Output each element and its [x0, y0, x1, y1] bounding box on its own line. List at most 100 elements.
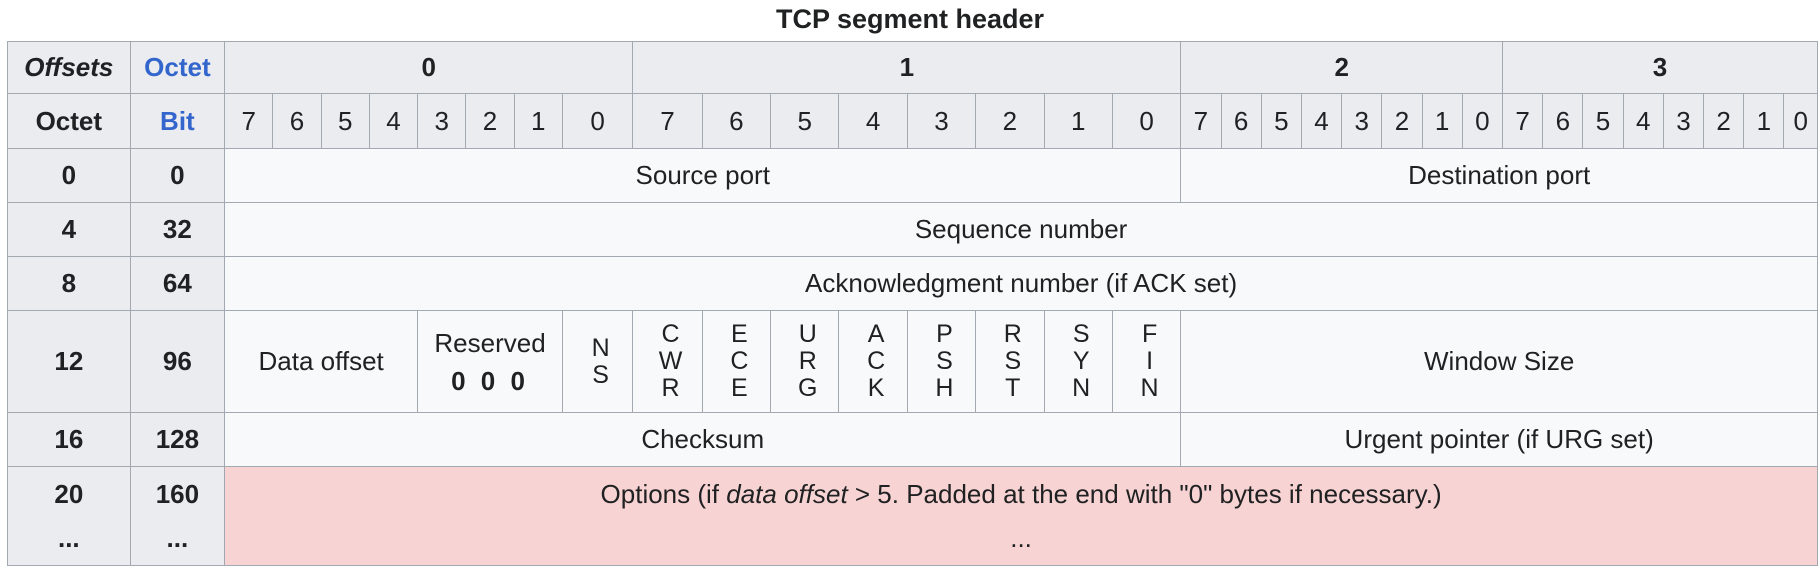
- table-row: 8 64 Acknowledgment number (if ACK set): [7, 256, 1818, 311]
- bit-cell: 3: [417, 93, 467, 149]
- table-row: 12 96 Data offset Reserved 0 0 0 N S C W…: [7, 310, 1818, 413]
- flag-letter: K: [867, 374, 885, 402]
- checksum-field: Checksum: [224, 412, 1182, 467]
- table-row: 0 0 Source port Destination port: [7, 148, 1818, 203]
- bit-cell: 1: [1043, 93, 1113, 149]
- row-bit-value: 160: [155, 479, 200, 509]
- flag-cwr: C W R: [632, 310, 703, 413]
- flag-letter: E: [731, 320, 748, 348]
- options-more: ...: [1010, 523, 1032, 553]
- octet-header-link[interactable]: Octet: [129, 41, 226, 94]
- reserved-bits: 0 0 0: [451, 365, 529, 396]
- flag-letter: N: [1072, 374, 1091, 402]
- bit-header-link[interactable]: Bit: [129, 93, 226, 149]
- row-octet-value: 20: [54, 479, 84, 509]
- tcp-header-table: Offsets Octet 0 1 2 3 Octet Bit 7 6 5 4 …: [7, 41, 1818, 566]
- flag-letter: I: [1146, 347, 1154, 375]
- bit-cell: 5: [770, 93, 840, 149]
- row-octet: 0: [7, 148, 131, 203]
- row-bit: 64: [129, 256, 226, 311]
- flag-letter: N: [591, 333, 610, 362]
- flag-letter: E: [731, 374, 748, 402]
- window-size-field: Window Size: [1180, 310, 1818, 413]
- octet-3-header: 3: [1502, 41, 1818, 94]
- bit-cell: 0: [1111, 93, 1182, 149]
- sequence-number-field: Sequence number: [224, 202, 1818, 257]
- flag-letter: C: [661, 320, 680, 348]
- flag-letter: S: [1004, 347, 1022, 375]
- flag-ack: A C K: [838, 310, 908, 413]
- bit-cell: 0: [1461, 93, 1504, 149]
- octet-2-header: 2: [1180, 41, 1504, 94]
- bit-cell: 0: [1783, 93, 1818, 149]
- table-caption: TCP segment header: [775, 4, 1045, 34]
- flag-letter: R: [661, 374, 680, 402]
- row-octet-more: ...: [57, 523, 80, 553]
- octet-0-header: 0: [224, 41, 634, 94]
- flag-letter: P: [936, 320, 953, 348]
- bit-cell: 6: [1542, 93, 1584, 149]
- flag-letter: G: [798, 374, 818, 402]
- bit-cell: 4: [838, 93, 908, 149]
- row-bit-more: ...: [166, 523, 189, 553]
- flag-fin: F I N: [1111, 310, 1182, 413]
- bit-cell: 4: [368, 93, 419, 149]
- reserved-label: Reserved: [434, 327, 546, 358]
- header-row-bits: Octet Bit 7 6 5 4 3 2 1 0 7 6 5 4 3 2 1 …: [7, 93, 1818, 149]
- options-text: Options (if data offset > 5. Padded at t…: [226, 472, 1817, 516]
- flag-letter: F: [1141, 320, 1158, 348]
- acknowledgment-number-field: Acknowledgment number (if ACK set): [224, 256, 1818, 311]
- bit-cell: 6: [701, 93, 772, 149]
- options-field: Options (if data offset > 5. Padded at t…: [224, 466, 1818, 566]
- urgent-pointer-field: Urgent pointer (if URG set): [1180, 412, 1818, 467]
- bit-cell: 3: [906, 93, 977, 149]
- bit-cell: 1: [513, 93, 563, 149]
- data-offset-field: Data offset: [224, 310, 419, 413]
- bit-cell: 5: [1582, 93, 1624, 149]
- flag-ece: E C E: [701, 310, 772, 413]
- bit-cell: 7: [632, 93, 703, 149]
- bit-cell: 1: [1743, 93, 1785, 149]
- flag-ns: N S: [561, 310, 634, 413]
- bit-cell: 0: [561, 93, 634, 149]
- bit-cell: 4: [1622, 93, 1664, 149]
- table-row: 20 ... 160 ... Options (if data offset >…: [7, 466, 1818, 566]
- bit-cell: 4: [1300, 93, 1343, 149]
- flag-letter: R: [1003, 320, 1022, 348]
- options-text-em: data offset: [726, 479, 848, 509]
- options-text-post: > 5. Padded at the end with "0" bytes if…: [847, 479, 1442, 509]
- bit-cell: 2: [975, 93, 1045, 149]
- options-text-pre: Options (if: [600, 479, 727, 509]
- row-octet: 16: [7, 412, 131, 467]
- flag-letter: U: [798, 320, 817, 348]
- bit-cell: 3: [1341, 93, 1383, 149]
- destination-port-field: Destination port: [1180, 148, 1818, 203]
- bit-cell: 2: [465, 93, 515, 149]
- bit-cell: 3: [1662, 93, 1705, 149]
- flag-letter: S: [1072, 320, 1090, 348]
- bit-cell: 6: [272, 93, 322, 149]
- flag-letter: C: [867, 347, 886, 375]
- flag-letter: W: [658, 347, 683, 375]
- bit-cell: 7: [1180, 93, 1222, 149]
- flag-letter: T: [1005, 374, 1021, 402]
- bit-cell: 1: [1421, 93, 1463, 149]
- row-octet: 20 ...: [7, 466, 131, 566]
- flag-urg: U R G: [770, 310, 840, 413]
- row-bit: 0: [129, 148, 226, 203]
- row-bit: 160 ...: [129, 466, 226, 566]
- flag-letter: R: [798, 347, 817, 375]
- header-row-octets: Offsets Octet 0 1 2 3: [7, 41, 1818, 94]
- row-bit: 32: [129, 202, 226, 257]
- flag-letter: S: [592, 360, 609, 389]
- flag-letter: C: [730, 347, 749, 375]
- flag-letter: S: [936, 347, 953, 375]
- flag-psh: P S H: [906, 310, 977, 413]
- flag-letter: Y: [1072, 347, 1090, 375]
- bit-cell: 7: [224, 93, 274, 149]
- bit-cell: 6: [1220, 93, 1262, 149]
- table-row: 16 128 Checksum Urgent pointer (if URG s…: [7, 412, 1818, 467]
- row-octet: 4: [7, 202, 131, 257]
- bit-cell: 5: [320, 93, 370, 149]
- bit-cell: 2: [1703, 93, 1745, 149]
